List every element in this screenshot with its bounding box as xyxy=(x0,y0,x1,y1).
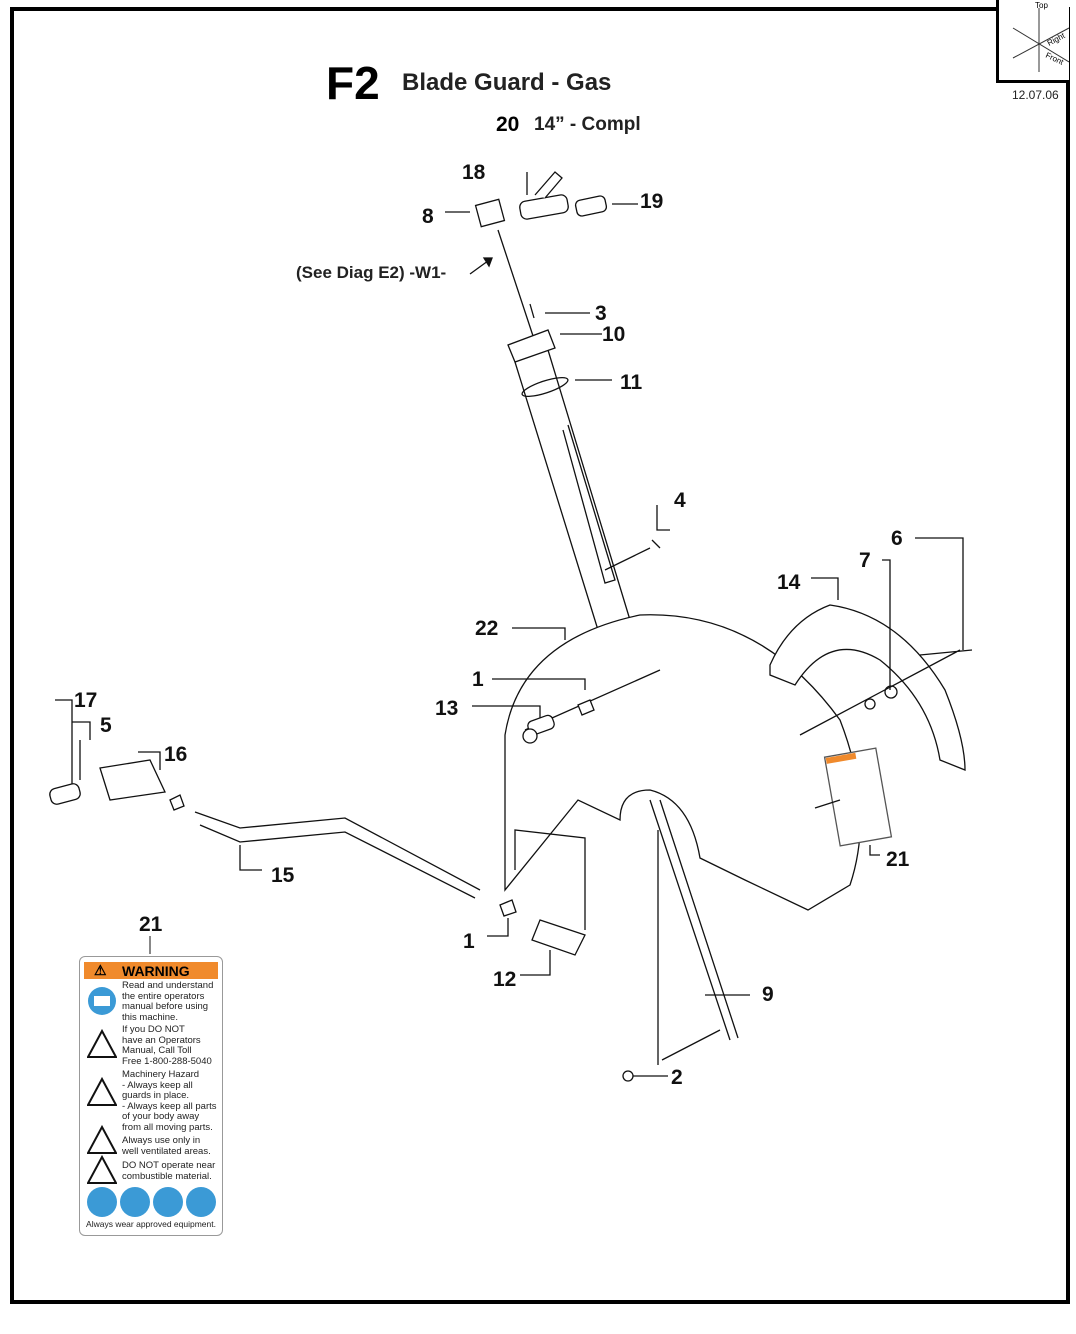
assembly-description: 14” - Compl xyxy=(534,114,641,135)
warning-footer: Always wear approved equipment. xyxy=(86,1219,216,1229)
machinery-hazard-icon xyxy=(87,1077,117,1106)
callout-2[interactable]: 2 xyxy=(671,1066,683,1089)
callout-6[interactable]: 6 xyxy=(891,527,903,550)
callout-8[interactable]: 8 xyxy=(422,205,434,228)
callout-15[interactable]: 15 xyxy=(271,864,295,887)
callout-16[interactable]: 16 xyxy=(164,743,188,766)
helmet-icon xyxy=(186,1187,216,1217)
callout-9[interactable]: 9 xyxy=(762,983,774,1006)
callout-7[interactable]: 7 xyxy=(859,549,871,572)
orient-top: Top xyxy=(1035,1,1048,10)
call-icon xyxy=(87,1029,117,1058)
label-leader xyxy=(149,936,151,954)
page-title: Blade Guard - Gas xyxy=(402,69,612,96)
fire-hazard-icon xyxy=(87,1155,117,1184)
orientation-box: Top Right Front xyxy=(996,0,1070,83)
callout-22[interactable]: 22 xyxy=(475,617,499,640)
callout-3[interactable]: 3 xyxy=(595,302,607,325)
callout-10[interactable]: 10 xyxy=(602,323,626,346)
callout-13[interactable]: 13 xyxy=(435,697,459,720)
warning-text-4: Always use only in well ventilated areas… xyxy=(122,1135,211,1157)
ventilation-icon xyxy=(87,1125,117,1154)
warning-text-1: Read and understand the entire operators… xyxy=(122,980,214,1023)
callout-1-lower[interactable]: 1 xyxy=(463,930,475,953)
warning-label: ⚠ WARNING Read and understand the entire… xyxy=(79,956,223,1236)
revision-date: 12.07.06 xyxy=(1012,88,1059,102)
warning-triangle-icon: ⚠ xyxy=(94,962,107,978)
warning-text-2: If you DO NOT have an Operators Manual, … xyxy=(122,1024,212,1067)
callout-21-guard[interactable]: 21 xyxy=(886,848,910,871)
assembly-number: 20 xyxy=(496,113,520,136)
warning-text-5: DO NOT operate near combustible material… xyxy=(122,1160,216,1182)
valve-assembly xyxy=(474,171,608,346)
eye-protection-icon xyxy=(120,1187,150,1217)
warning-header: ⚠ WARNING xyxy=(84,962,218,979)
orientation-axes-icon: Top Right Front xyxy=(1012,1,1070,72)
callout-1-upper[interactable]: 1 xyxy=(472,668,484,691)
warning-text-3: Machinery Hazard - Always keep all guard… xyxy=(122,1069,217,1133)
page-frame xyxy=(10,7,1070,1304)
section-code: F2 xyxy=(326,57,380,109)
cross-reference-note: (See Diag E2) -W1- xyxy=(296,263,447,282)
ear-protection-icon xyxy=(87,1187,117,1217)
callout-18[interactable]: 18 xyxy=(462,161,486,184)
callout-19[interactable]: 19 xyxy=(640,190,664,213)
respirator-icon xyxy=(153,1187,183,1217)
warning-heading: WARNING xyxy=(122,963,190,979)
callout-4[interactable]: 4 xyxy=(674,489,686,512)
callout-12[interactable]: 12 xyxy=(493,968,517,991)
callout-5[interactable]: 5 xyxy=(100,714,112,737)
callout-17[interactable]: 17 xyxy=(74,689,98,712)
callout-14[interactable]: 14 xyxy=(777,571,801,594)
callout-21-label[interactable]: 21 xyxy=(139,913,163,936)
callout-11[interactable]: 11 xyxy=(620,371,643,394)
manual-icon xyxy=(88,987,116,1015)
